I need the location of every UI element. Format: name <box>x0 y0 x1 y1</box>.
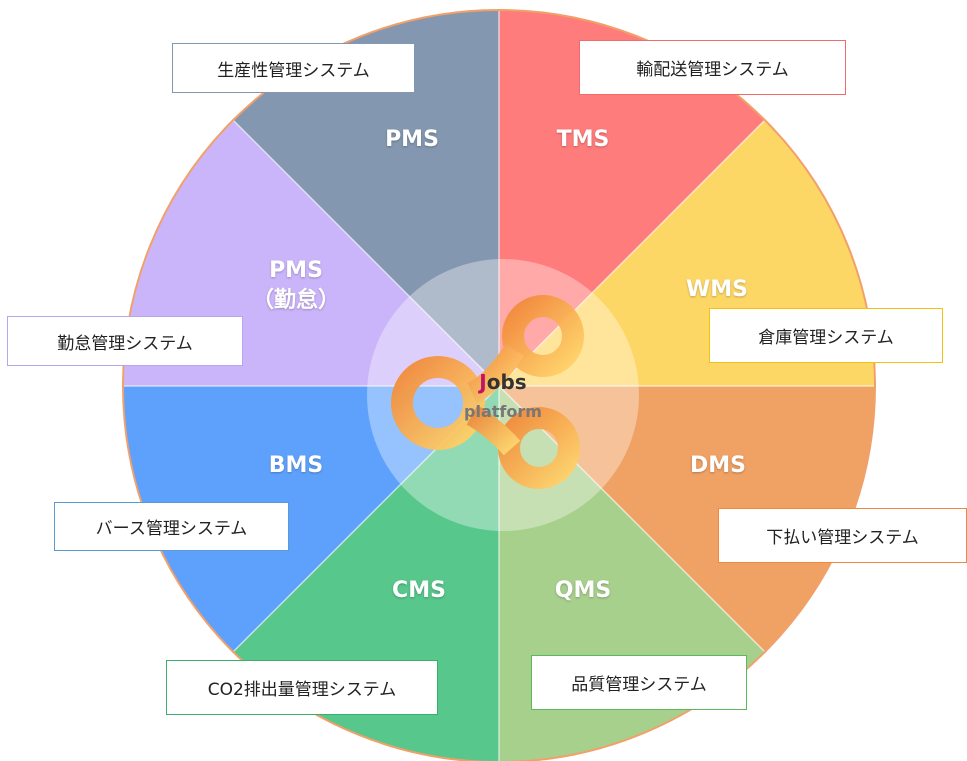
system-box-pms: 生産性管理システム <box>172 43 415 93</box>
segment-label-dms: DMS <box>690 453 746 478</box>
segment-dms <box>499 386 875 652</box>
segment-label-wms: WMS <box>685 277 748 302</box>
system-box-qms: 品質管理システム <box>531 655 747 710</box>
segment-label-bms: BMS <box>268 453 324 478</box>
wheel-outline <box>122 9 876 761</box>
divider-line <box>232 119 500 387</box>
divider-line <box>498 385 766 653</box>
segment-tms <box>499 10 765 386</box>
center-subtitle: platform <box>464 402 542 421</box>
segment-label-pms: PMS <box>385 127 439 152</box>
system-box-cms: CO2排出量管理システム <box>166 660 438 715</box>
segment-label-tms: TMS <box>556 127 610 152</box>
jobs-logo-icon <box>391 295 584 489</box>
segment-label-pms-kintai: PMS （勤怠） <box>251 258 340 313</box>
wheel-dividers <box>123 10 875 761</box>
divider-line <box>498 119 766 387</box>
system-box-tms: 輸配送管理システム <box>579 40 846 95</box>
system-box-dms: 下払い管理システム <box>718 508 967 563</box>
center-title: Jobs <box>479 370 527 394</box>
segment-pms <box>233 10 499 386</box>
segment-bms <box>123 386 499 652</box>
segment-label-qms: QMS <box>554 578 612 603</box>
system-box-bms: バース管理システム <box>54 502 289 551</box>
system-box-pms-kintai: 勤怠管理システム <box>7 316 243 366</box>
segment-label-cms: CMS <box>392 578 446 603</box>
system-box-wms: 倉庫管理システム <box>709 308 943 363</box>
